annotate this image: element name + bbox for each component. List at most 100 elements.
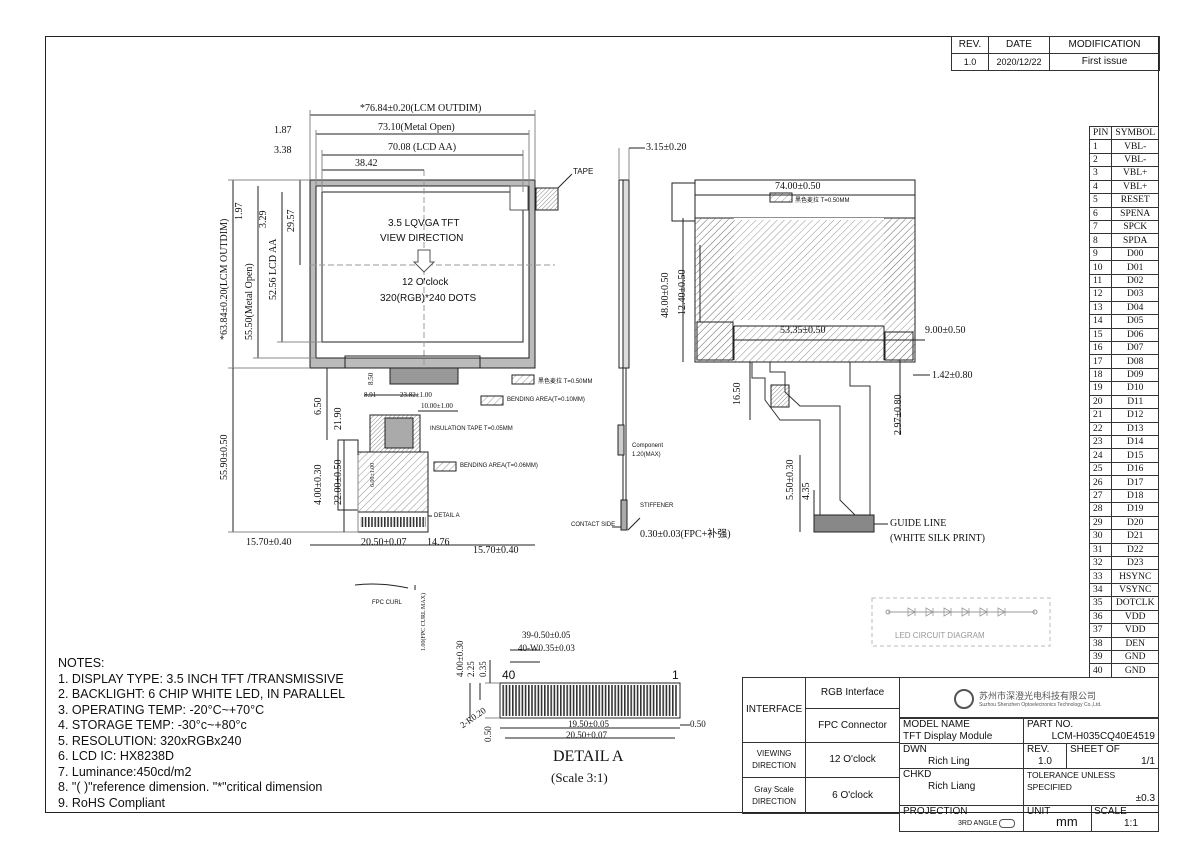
interface-label: INTERFACE <box>741 677 807 743</box>
fpc-curl-max: 1.00(FPC CURL MAX) <box>421 593 427 651</box>
rgb-interface: RGB Interface <box>805 677 900 709</box>
tolerance-value: ±0.3 <box>1135 793 1155 804</box>
back-width: 74.00±0.50 <box>775 181 821 192</box>
note-5: 5. RESOLUTION: 320xRGBx240 <box>58 733 242 748</box>
back-legend: 黑色麦拉 T=0.50MM <box>795 198 850 204</box>
drawing-info-table: MODEL NAME TFT Display Module PART NO. L… <box>899 718 1159 832</box>
back-dim-142: 1.42±0.80 <box>932 370 973 381</box>
detail-pin-40: 40 <box>502 668 516 682</box>
dwn-label: DWN <box>903 744 927 755</box>
detail-dim-400: 4.00±0.30 <box>455 640 465 677</box>
fpc-connector: FPC Connector <box>805 708 900 743</box>
sheet-value: 1/1 <box>1141 756 1155 767</box>
led-diode-icon <box>997 607 1006 617</box>
tape-label: TAPE <box>573 167 594 176</box>
back-width-5335: 53.35±0.50 <box>780 325 826 336</box>
pin-number: 37 <box>1088 623 1113 638</box>
stiffener-label: STIFFENER <box>640 503 674 509</box>
chkd-value: Rich Liang <box>928 781 976 792</box>
detail-dim-1950: 19.50±0.05 <box>568 719 609 729</box>
led-diode-icon <box>907 607 916 617</box>
side-view <box>354 147 645 590</box>
detail-dim-225: 2.25 <box>466 661 476 677</box>
pin-symbol: GND <box>1111 663 1159 678</box>
back-dim-297: 2.97±0.80 <box>893 394 904 436</box>
pin-symbol: VDD <box>1111 609 1159 625</box>
white-silk-label: (WHITE SILK PRINT) <box>890 533 985 544</box>
notes-block: NOTES: 1. DISPLAY TYPE: 3.5 INCH TFT /TR… <box>58 656 345 811</box>
fpc-length: 55.90±0.50 <box>219 434 230 481</box>
viewing-value: 12 O'clock <box>805 742 900 778</box>
part-no-value: LCM-H035CQ40E4519 <box>1051 731 1155 742</box>
back-width-900: 9.00±0.50 <box>925 325 966 336</box>
led-diagram-label: LED CIRCUIT DIAGRAM <box>895 631 985 640</box>
component-label: Component <box>632 443 664 449</box>
model-name-cell: MODEL NAME TFT Display Module <box>899 718 1024 744</box>
dwn-value: Rich Ling <box>928 756 970 767</box>
metal-open-height: 55.50(Metal Open) <box>244 263 255 340</box>
back-view <box>671 179 930 533</box>
viewing-label: VIEWING DIRECTION <box>741 742 807 778</box>
half-height: 29.57 <box>286 209 297 233</box>
metal-open-width: 73.10(Metal Open) <box>378 122 455 133</box>
detail-dim-050h: 0.50 <box>690 719 706 729</box>
led-diode-icon <box>943 607 952 617</box>
pin-number: 14 <box>1088 314 1113 329</box>
dim-2382: 23.82±1.00 <box>400 391 432 399</box>
interface-table: INTERFACE RGB Interface FPC Connector VI… <box>741 677 900 814</box>
projection-label: PROJECTION <box>903 806 968 817</box>
dim-197: 1.97 <box>234 202 245 221</box>
detail-a-title: DETAIL A <box>553 748 624 765</box>
led-circuit <box>871 597 1051 647</box>
part-no-label: PART NO. <box>1027 719 1074 730</box>
back-dim-1650: 16.50 <box>732 382 743 406</box>
contact-side-label: CONTACT SIDE <box>571 522 616 528</box>
unit-value: mm <box>1056 814 1078 829</box>
grayscale-value: 6 O'clock <box>805 777 900 814</box>
note-8: 8. "( )"reference dimension. "*"critical… <box>58 780 323 794</box>
component-max-label: 1.20(MAX) <box>632 452 661 458</box>
bottom-left-dim: 15.70±0.40 <box>246 537 292 548</box>
stiffener-dim: 0.30±0.03(FPC+补强) <box>640 529 731 540</box>
detail-dim-050v: 0.50 <box>483 726 493 742</box>
detail-dim-2050: 20.50±0.07 <box>566 730 607 740</box>
guide-line-label: GUIDE LINE <box>890 518 947 529</box>
legend-bending-area: BENDING AREA(T=0.10MM) <box>507 397 585 403</box>
lcm-outdim-height: *63.84±0.20(LCM OUTDIM) <box>219 218 230 340</box>
lcd-aa-height: 52.56 LCD AA <box>268 238 279 300</box>
detail-pin-1: 1 <box>672 668 679 682</box>
dim-329: 3.29 <box>258 210 269 229</box>
title-block: INTERFACE RGB Interface FPC Connector VI… <box>741 677 1160 832</box>
back-dim-435: 4.35 <box>801 482 812 501</box>
pin-number: 15 <box>1088 327 1113 342</box>
note-7: 7. Luminance:450cd/m2 <box>58 764 192 779</box>
projection-value: 3RD ANGLE <box>958 820 998 827</box>
company-logo-icon <box>954 689 974 709</box>
pin-symbol: D21 <box>1111 529 1159 544</box>
dim-891: 8.91 <box>364 391 377 399</box>
pin-number: 40 <box>1088 663 1113 678</box>
rev-label-tb: REV. <box>1027 744 1050 755</box>
notes-title: NOTES: <box>58 656 105 670</box>
projection-cell: PROJECTION 3RD ANGLE <box>899 805 1024 832</box>
back-height-48: 48.00±0.50 <box>660 272 671 319</box>
sheet-label: SHEET OF <box>1070 744 1120 755</box>
dim-338: 3.38 <box>274 145 292 156</box>
grayscale-label: Gray Scale DIRECTION <box>741 777 807 814</box>
detail-dim-035: 0.35 <box>478 661 488 677</box>
dim-2200: 22.00±0.50 <box>333 459 344 506</box>
dim-187: 1.87 <box>274 125 292 136</box>
model-name-label: MODEL NAME <box>903 719 970 730</box>
bottom-1476-dim: 14.76 <box>427 537 450 548</box>
note-9: 9. RoHS Compliant <box>58 795 165 810</box>
rev-cell: 1.0 <box>951 53 989 71</box>
